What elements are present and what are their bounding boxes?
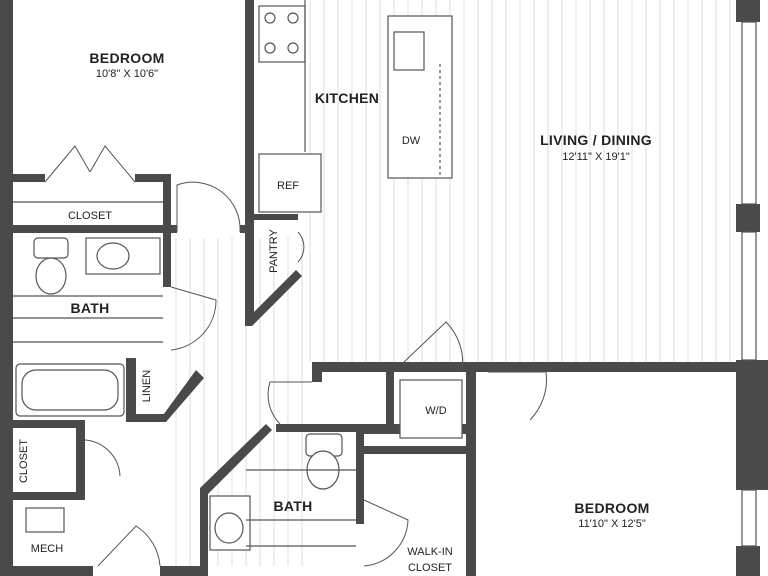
linen-label: LINEN xyxy=(141,370,153,402)
pantry-label: PANTRY xyxy=(268,229,280,273)
wd-bath2-fixtures xyxy=(25,379,463,551)
dishwasher-label: DW xyxy=(402,135,421,147)
bedroom1-name: BEDROOM xyxy=(89,50,164,66)
bath2-name: BATH xyxy=(273,498,312,514)
walkin-label-line1: WALK-IN xyxy=(407,546,452,558)
floor-grain xyxy=(175,0,731,566)
kitchen-name: KITCHEN xyxy=(315,90,379,106)
mech-label: MECH xyxy=(31,543,63,555)
closet2-label: CLOSET xyxy=(18,439,30,483)
bedroom1-dims: 10'8" X 10'6" xyxy=(96,68,158,80)
walkin-label-line2: CLOSET xyxy=(408,562,452,574)
closet-bifold-doors xyxy=(13,145,163,203)
kitchen-fixtures xyxy=(258,0,453,213)
bedroom2-name: BEDROOM xyxy=(574,500,649,516)
refrigerator-label: REF xyxy=(277,180,299,192)
wd-label: W/D xyxy=(425,405,446,417)
bedroom2-dims: 11'10" X 12'5" xyxy=(578,518,646,530)
bath1-name: BATH xyxy=(70,300,109,316)
bath1-fixtures xyxy=(13,237,163,417)
living-dims: 12'11" X 19'1" xyxy=(562,151,630,163)
closet1-label: CLOSET xyxy=(68,210,112,222)
door-swings xyxy=(84,181,547,567)
living-name: LIVING / DINING xyxy=(540,132,652,148)
room-labels: BEDROOM 10'8" X 10'6" KITCHEN LIVING / D… xyxy=(18,50,652,574)
